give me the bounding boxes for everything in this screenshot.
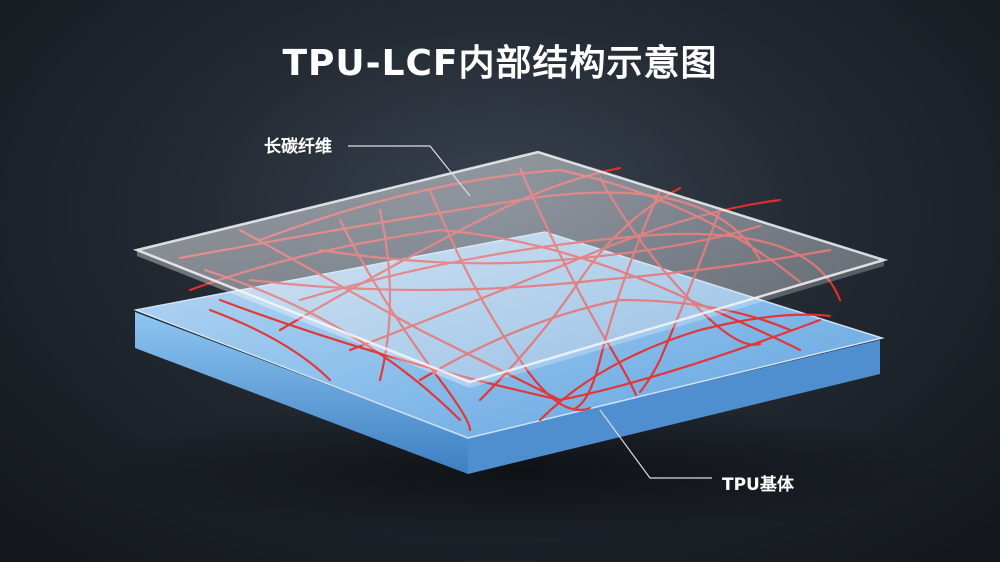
- glass-edge: [137, 250, 470, 388]
- glass-edge-right: [470, 260, 884, 388]
- top-transparent-layer: [132, 150, 889, 388]
- glass-sheet: [132, 150, 889, 384]
- matrix-front-left-side: [135, 312, 468, 474]
- matrix-callout-line: [599, 409, 712, 479]
- fiber-label: 长碳纤维: [264, 137, 332, 157]
- matrix-front-right-side: [468, 340, 880, 474]
- page-title: TPU-LCF内部结构示意图: [282, 43, 718, 84]
- matrix-label: TPU基体: [722, 475, 794, 495]
- fiber-callout-line: [348, 145, 471, 197]
- floor-shadow: [100, 400, 940, 540]
